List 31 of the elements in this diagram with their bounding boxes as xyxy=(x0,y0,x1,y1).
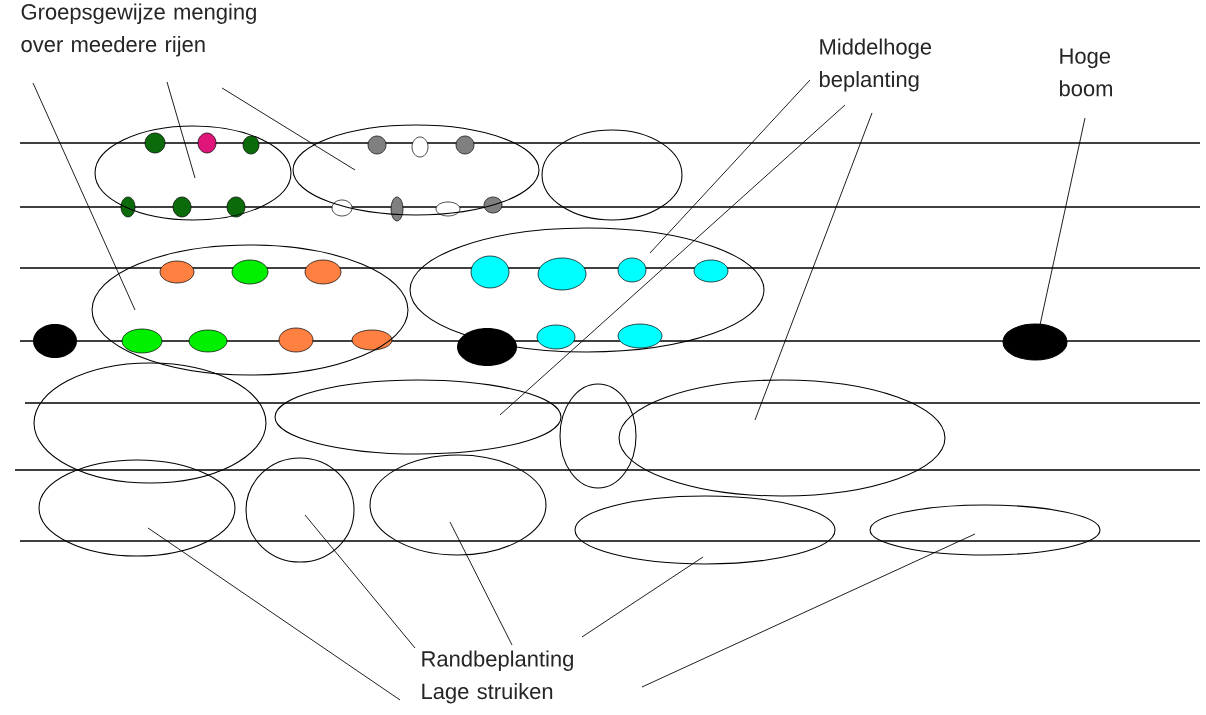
leader-line xyxy=(1039,117,1086,326)
label-text: Randbeplanting Lage struiken xyxy=(422,650,573,704)
planting-ellipse xyxy=(245,457,355,563)
planting-ellipse xyxy=(559,383,637,489)
leader-line xyxy=(304,514,416,649)
planting-ellipse xyxy=(869,504,1101,556)
label-text: Hoge boom xyxy=(1059,48,1112,97)
leader-line xyxy=(641,533,976,688)
leader-line xyxy=(449,521,513,646)
leader-line xyxy=(32,82,136,311)
leader-line xyxy=(221,87,356,171)
planting-ellipse xyxy=(94,125,292,221)
planting-ellipse xyxy=(574,495,836,565)
leader-line xyxy=(147,527,401,701)
planting-ellipse xyxy=(292,124,540,216)
label-text: Groepsgewijze menging over meedere rijen xyxy=(21,3,256,57)
planting-ellipse xyxy=(91,244,409,376)
leader-line xyxy=(166,81,196,179)
planting-ellipse xyxy=(369,454,547,556)
label-text: Middelhoge beplanting xyxy=(819,38,932,92)
planting-ellipse xyxy=(33,362,267,484)
planting-ellipse xyxy=(618,379,946,497)
leader-line xyxy=(499,104,846,416)
leader-line xyxy=(754,112,873,421)
leader-line xyxy=(649,79,811,254)
planting-ellipse xyxy=(38,459,236,557)
leader-line xyxy=(581,556,704,638)
planting-ellipse xyxy=(409,227,765,353)
tree-symbol xyxy=(1002,323,1068,361)
planting-ellipse xyxy=(541,129,683,221)
planting-ellipse xyxy=(274,379,562,455)
